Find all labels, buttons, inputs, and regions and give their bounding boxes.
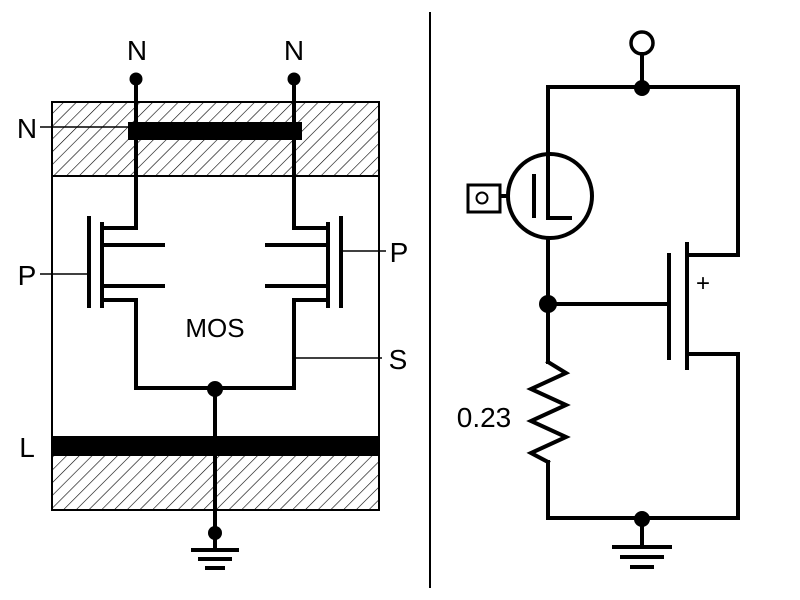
supply-terminal — [629, 30, 655, 56]
label-gate-right: P — [390, 237, 409, 268]
polarity-mark: + — [696, 270, 710, 297]
left-ground-icon — [191, 531, 239, 570]
label-bottom-layer: L — [19, 432, 35, 463]
label-gate-left: P — [18, 260, 37, 291]
left-terminal-dot — [129, 72, 143, 86]
top-hatched-layer — [51, 101, 380, 177]
input-tab — [466, 183, 502, 214]
input-tab-hole — [475, 191, 489, 205]
right-transistor — [265, 138, 343, 390]
jfet-transistor — [482, 148, 594, 302]
resistor-value-label: 0.23 — [457, 402, 512, 433]
top-rail — [546, 85, 740, 257]
label-source: S — [389, 344, 408, 375]
mosfet-transistor — [667, 242, 740, 520]
resistor — [526, 302, 571, 520]
left-transistor — [87, 138, 165, 390]
right-ground-icon — [612, 517, 672, 569]
left-panel: N N N P P MOS S L — [17, 35, 409, 570]
label-device: MOS — [185, 313, 244, 343]
right-panel: + 0.23 — [457, 30, 740, 569]
label-top-layer: N — [17, 113, 37, 144]
label-top-terminal-right: N — [284, 35, 304, 66]
top-conductor-bar — [128, 122, 302, 140]
label-top-terminal-left: N — [127, 35, 147, 66]
right-terminal-dot — [287, 72, 301, 86]
